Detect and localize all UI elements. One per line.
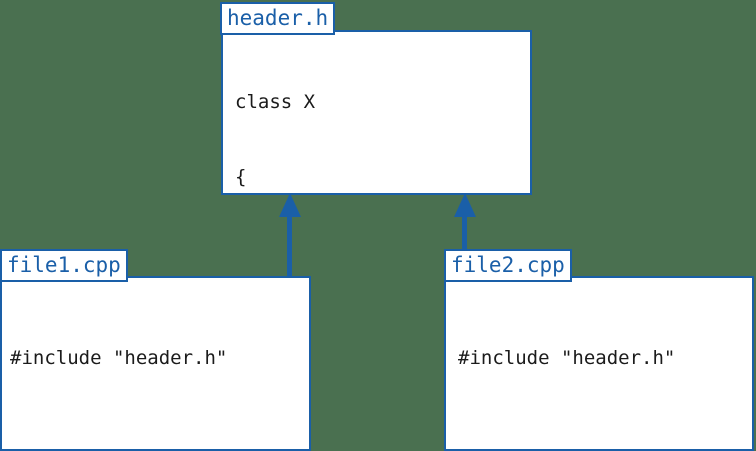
- code-box-file1-cpp: #include "header.h": [0, 276, 311, 451]
- file-label-header-h: header.h: [220, 2, 336, 35]
- code-body-header-h: class X { // ... }; extern X const x;: [223, 32, 530, 193]
- code-line: {: [235, 166, 247, 188]
- arrow-file2-to-header-icon: [453, 193, 477, 253]
- code-body-file1-cpp: #include "header.h": [2, 278, 309, 421]
- code-line: #include "header.h": [458, 347, 676, 369]
- code-line-blank: [458, 421, 752, 446]
- arrow-file1-to-header-icon: [278, 193, 302, 279]
- code-line: #include "header.h": [10, 347, 228, 369]
- code-body-file2-cpp: #include "header.h" X const x;: [446, 278, 752, 449]
- file-label-file2-cpp: file2.cpp: [444, 249, 572, 282]
- code-box-file2-cpp: #include "header.h" X const x;: [444, 276, 754, 451]
- file-label-file1-cpp: file1.cpp: [0, 249, 128, 282]
- code-line: class X: [235, 91, 316, 113]
- code-box-header-h: class X { // ... }; extern X const x;: [221, 30, 532, 195]
